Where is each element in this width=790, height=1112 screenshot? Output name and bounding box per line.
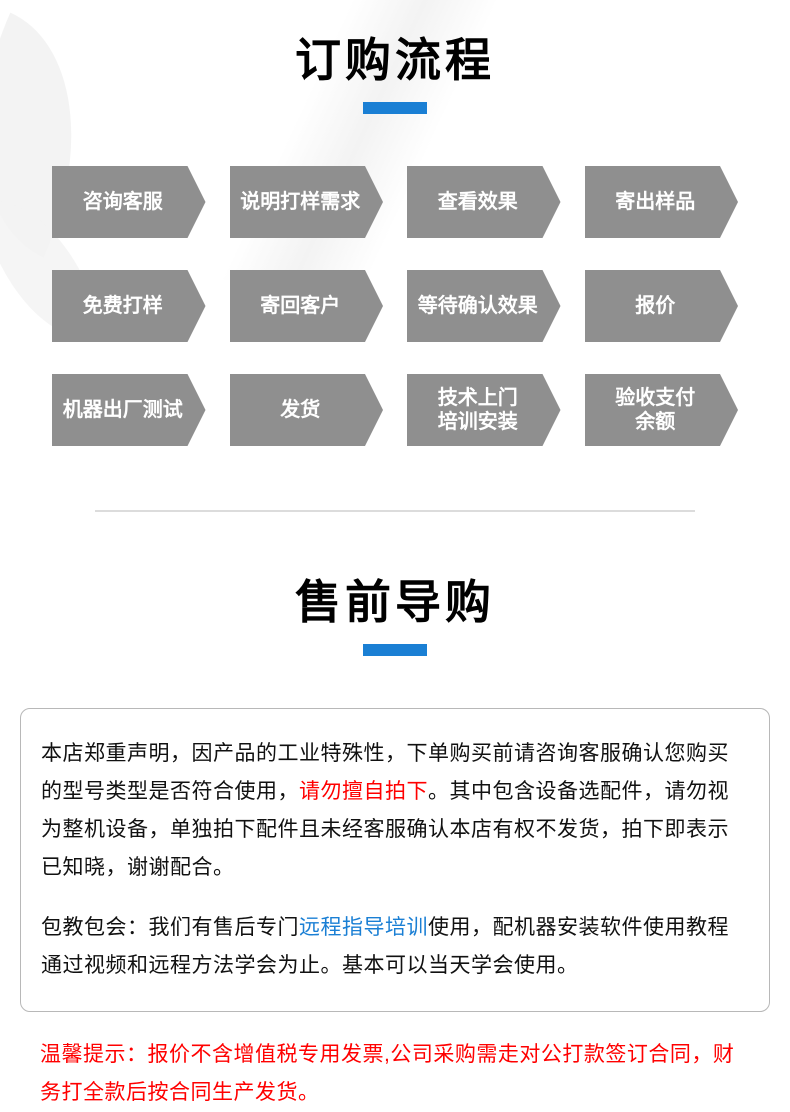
- flow-step-4: 寄出样品: [585, 166, 739, 238]
- flow-step-3: 查看效果: [407, 166, 561, 238]
- flow-step-label: 说明打样需求: [240, 191, 361, 213]
- flow-step-label: 报价: [635, 295, 676, 317]
- flow-step-7: 等待确认效果: [407, 270, 561, 342]
- flow-step-1: 咨询客服: [52, 166, 206, 238]
- flow-step-12: 验收支付 余额: [585, 374, 739, 446]
- notice-text: 使用，配机器安装软件使用教程通过视频和远程方法学会为止。基本可以当天学会使用。: [41, 916, 729, 977]
- flow-step-label: 验收支付 余额: [615, 387, 696, 433]
- notice-text-red-warning: 请勿擅自拍下: [299, 780, 428, 803]
- notice-paragraph-declaration: 本店郑重声明，因产品的工业特殊性，下单购买前请咨询客服确认您购买的型号类型是否符…: [41, 735, 749, 887]
- flow-step-label: 寄回客户: [260, 295, 341, 317]
- order-flow-diagram: 咨询客服 说明打样需求 查看效果 寄出样品 免费打样 寄回客户 等待确认效果 报…: [0, 166, 790, 446]
- presale-title: 售前导购: [295, 576, 495, 628]
- notice-text-blue-highlight: 远程指导培训: [299, 916, 428, 939]
- notice-text: 。其中包含设备选配件，请勿视为整机设备，单独拍下配件且未经客服确认本店有权不发货…: [41, 780, 729, 879]
- flow-step-5: 免费打样: [52, 270, 206, 342]
- notice-text: 本店郑重声明，因产品的工业特殊性，下单购买前请咨询客服确认您购买的型号类型是否符…: [41, 742, 729, 803]
- flow-step-6: 寄回客户: [230, 270, 384, 342]
- presale-header: 售前导购: [0, 566, 790, 656]
- flow-step-label: 查看效果: [437, 191, 518, 213]
- flow-step-label: 机器出厂测试: [62, 399, 183, 421]
- flow-step-label: 等待确认效果: [417, 295, 538, 317]
- flow-step-label: 免费打样: [82, 295, 163, 317]
- flow-step-label: 发货: [280, 399, 321, 421]
- section-divider: [95, 510, 695, 512]
- flow-step-label: 寄出样品: [615, 191, 696, 213]
- flow-step-8: 报价: [585, 270, 739, 342]
- flow-step-label: 技术上门 培训安装: [437, 387, 518, 433]
- warm-tips-text: 温馨提示：报价不含增值税专用发票,公司采购需走对公打款签订合同，财务打全款后按合…: [40, 1043, 735, 1104]
- flow-step-10: 发货: [230, 374, 384, 446]
- notice-paragraph-training: 包教包会：我们有售后专门远程指导培训使用，配机器安装软件使用教程通过视频和远程方…: [41, 909, 749, 985]
- flow-step-11: 技术上门 培训安装: [407, 374, 561, 446]
- notice-text: 包教包会：我们有售后专门: [41, 916, 299, 939]
- title-underline-bar: [363, 102, 427, 114]
- notice-box: 本店郑重声明，因产品的工业特殊性，下单购买前请咨询客服确认您购买的型号类型是否符…: [20, 708, 770, 1012]
- title-underline-bar: [363, 644, 427, 656]
- flow-step-9: 机器出厂测试: [52, 374, 206, 446]
- order-flow-header: 订购流程: [0, 0, 790, 114]
- flow-step-2: 说明打样需求: [230, 166, 384, 238]
- order-flow-title: 订购流程: [295, 34, 495, 86]
- flow-step-label: 咨询客服: [82, 191, 163, 213]
